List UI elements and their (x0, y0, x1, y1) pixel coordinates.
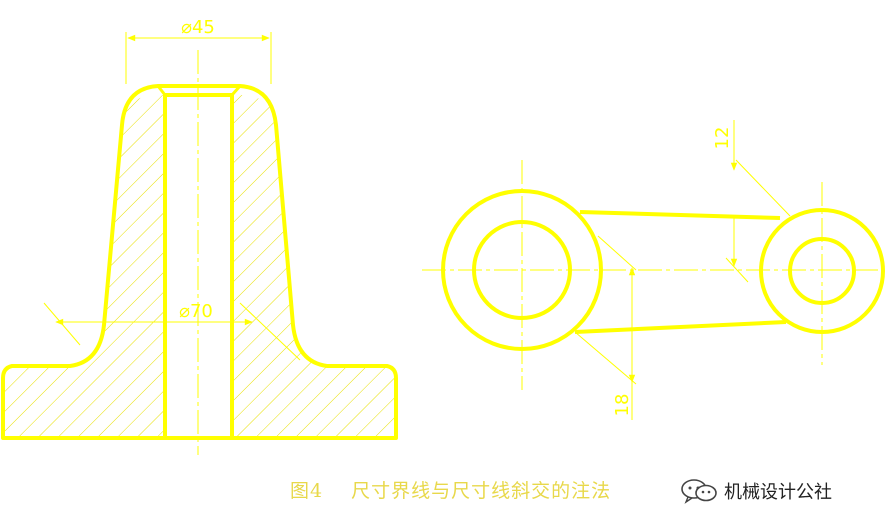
dim-18-label: 18 (612, 394, 633, 417)
figure-caption: 图4 尺寸界线与尺寸线斜交的注法 (290, 476, 611, 503)
hatched-body-left (3, 95, 165, 438)
arm-bottom (574, 320, 787, 334)
dim-12-label: 12 (712, 127, 733, 150)
dimension-base: ⌀70 (43, 301, 301, 361)
watermark-text: 机械设计公社 (724, 482, 832, 503)
dimension-12: 12 (712, 120, 791, 283)
arm-top (579, 210, 781, 220)
hatched-body-right (232, 95, 396, 438)
large-boss-outer (441, 189, 603, 351)
small-boss-outer (759, 208, 885, 334)
dim-base-label: ⌀70 (179, 301, 213, 322)
figure-caption-text: 尺寸界线与尺寸线斜交的注法 (351, 480, 612, 502)
dimension-top: ⌀45 (125, 17, 272, 84)
large-boss-inner (472, 220, 572, 320)
small-boss-inner (788, 237, 856, 305)
wechat-icon (681, 479, 717, 504)
watermark: 机械设计公社 (680, 478, 832, 504)
section-view: ⌀45 ⌀70 (1, 17, 398, 455)
dimension-18: 18 (574, 235, 637, 420)
link-view: 12 18 (422, 120, 885, 420)
dim-top-label: ⌀45 (181, 17, 215, 38)
figure-number: 图4 (290, 480, 324, 502)
